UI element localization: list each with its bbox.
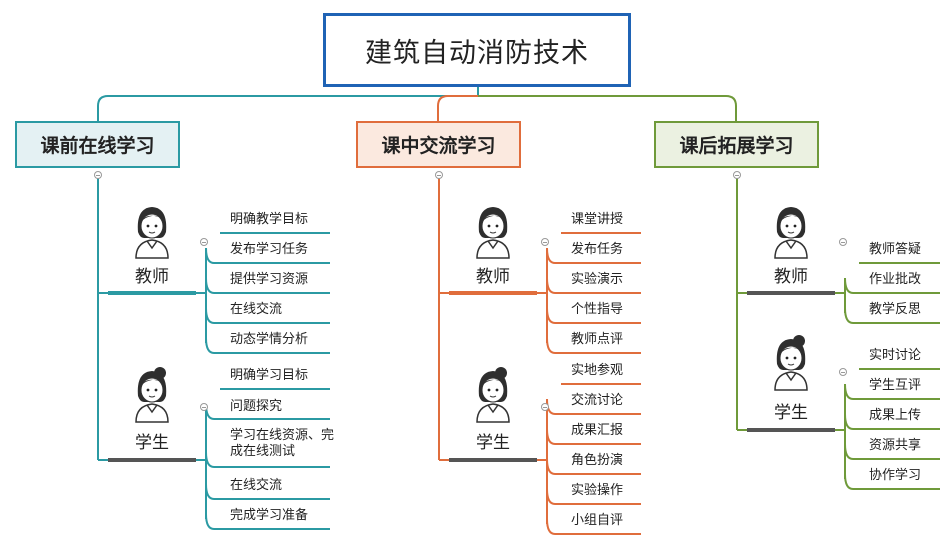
connector-line xyxy=(205,337,330,354)
role-teacher: 教师 xyxy=(774,267,808,287)
connector-line xyxy=(546,337,641,354)
connector-line xyxy=(546,247,641,264)
leaf-item[interactable]: 成果上传 xyxy=(869,408,922,423)
leaf-item[interactable]: 交流讨论 xyxy=(571,393,624,408)
leaf-item[interactable]: 作业批改 xyxy=(869,272,922,287)
leaf-item[interactable]: 在线交流 xyxy=(230,302,283,317)
connector-line xyxy=(844,383,940,400)
connector-line xyxy=(546,428,641,445)
leaf-item[interactable]: 实验演示 xyxy=(571,272,624,287)
branch-label: 课中交流学习 xyxy=(381,135,496,157)
collapse-toggle-icon[interactable] xyxy=(541,403,549,411)
connector-line xyxy=(205,451,330,468)
role-teacher: 教师 xyxy=(135,267,169,287)
role-student: 学生 xyxy=(774,403,808,423)
collapse-toggle-icon[interactable] xyxy=(733,171,741,179)
connector-line xyxy=(844,473,940,490)
leaf-item[interactable]: 角色扮演 xyxy=(571,453,624,468)
leaf-item[interactable]: 发布学习任务 xyxy=(230,242,309,257)
teacher-avatar-icon xyxy=(774,207,808,259)
connector-line xyxy=(437,95,478,121)
branch-label: 课前在线学习 xyxy=(40,135,155,157)
connector-line xyxy=(478,95,737,121)
branch-pre-class[interactable]: 课前在线学习 xyxy=(15,121,180,168)
connector-line xyxy=(205,277,330,294)
leaf-item[interactable]: 课堂讲授 xyxy=(571,212,624,227)
connector-line xyxy=(546,398,641,415)
leaf-item[interactable]: 协作学习 xyxy=(869,468,922,483)
collapse-toggle-icon[interactable] xyxy=(200,238,208,246)
collapse-toggle-icon[interactable] xyxy=(94,171,102,179)
leaf-item[interactable]: 在线交流 xyxy=(230,478,283,493)
leaf-item[interactable]: 明确学习目标 xyxy=(230,368,309,383)
leaf-item[interactable]: 实时讨论 xyxy=(869,348,922,363)
collapse-toggle-icon[interactable] xyxy=(200,403,208,411)
student-avatar-icon xyxy=(135,367,169,423)
leaf-item[interactable]: 学习在线资源、完成在线测试 xyxy=(230,428,335,459)
connector-line xyxy=(546,488,641,505)
connector-line xyxy=(546,277,641,294)
student-avatar-icon xyxy=(774,335,808,391)
student-avatar-icon xyxy=(476,367,510,423)
teacher-avatar-icon xyxy=(135,207,169,259)
leaf-item[interactable]: 实验操作 xyxy=(571,483,624,498)
connector-line xyxy=(97,87,479,121)
connector-line xyxy=(844,307,940,324)
connector-line xyxy=(546,458,641,475)
branch-label: 课后拓展学习 xyxy=(679,135,794,157)
leaf-item[interactable]: 资源共享 xyxy=(869,438,922,453)
role-student: 学生 xyxy=(476,433,510,453)
collapse-toggle-icon[interactable] xyxy=(839,238,847,246)
connector-line xyxy=(205,247,330,264)
connector-line xyxy=(844,443,940,460)
collapse-toggle-icon[interactable] xyxy=(541,238,549,246)
leaf-item[interactable]: 动态学情分析 xyxy=(230,332,309,347)
leaf-item[interactable]: 学生互评 xyxy=(869,378,922,393)
root-topic[interactable]: 建筑自动消防技术 xyxy=(323,13,631,87)
leaf-item[interactable]: 个性指导 xyxy=(571,302,624,317)
role-teacher: 教师 xyxy=(476,267,510,287)
connector-line xyxy=(205,483,330,500)
leaf-item[interactable]: 提供学习资源 xyxy=(230,272,309,287)
leaf-item[interactable]: 教学反思 xyxy=(869,302,922,317)
teacher-avatar-icon xyxy=(476,207,510,259)
connector-line xyxy=(205,307,330,324)
connector-line xyxy=(546,518,641,535)
root-title: 建筑自动消防技术 xyxy=(365,37,589,69)
leaf-item[interactable]: 问题探究 xyxy=(230,399,283,414)
collapse-toggle-icon[interactable] xyxy=(435,171,443,179)
leaf-item[interactable]: 完成学习准备 xyxy=(230,508,309,523)
connector-line xyxy=(546,307,641,324)
leaf-item[interactable]: 成果汇报 xyxy=(571,423,624,438)
leaf-item[interactable]: 小组自评 xyxy=(571,513,624,528)
leaf-item[interactable]: 教师答疑 xyxy=(869,242,922,257)
leaf-item[interactable]: 教师点评 xyxy=(571,332,624,347)
collapse-toggle-icon[interactable] xyxy=(839,368,847,376)
connector-line xyxy=(844,413,940,430)
connector-line xyxy=(844,277,940,294)
leaf-item[interactable]: 发布任务 xyxy=(571,242,624,257)
leaf-item[interactable]: 明确教学目标 xyxy=(230,212,309,227)
role-student: 学生 xyxy=(135,433,169,453)
connector-line xyxy=(205,513,330,530)
branch-in-class[interactable]: 课中交流学习 xyxy=(356,121,521,168)
leaf-item[interactable]: 实地参观 xyxy=(571,363,624,378)
branch-post-class[interactable]: 课后拓展学习 xyxy=(654,121,819,168)
